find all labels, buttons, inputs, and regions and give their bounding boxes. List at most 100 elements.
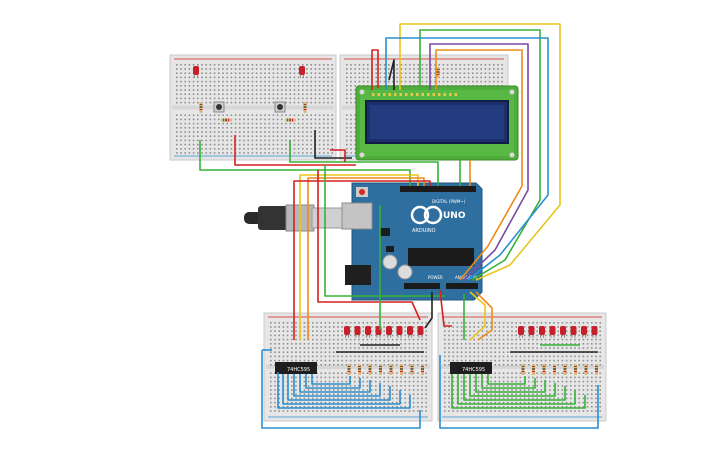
led-bank-2[interactable] [570, 326, 577, 338]
shift-register-chip-2[interactable]: 74HC595 [450, 362, 492, 374]
lcd-pin [438, 93, 441, 96]
power-header [404, 283, 440, 289]
resistor-bank-1[interactable] [358, 364, 361, 375]
wire-shift-out-3 [287, 374, 391, 401]
led-top-left-2[interactable] [299, 66, 305, 78]
infinity-logo-right [423, 205, 443, 225]
lcd-pin [405, 93, 408, 96]
resistor-bank-2[interactable] [563, 364, 567, 375]
lcd-pin [372, 93, 375, 96]
atmega-chip [408, 248, 474, 266]
infinity-logo-left [410, 205, 430, 225]
resistor-bank-2[interactable] [584, 364, 588, 375]
resistor-bank-2[interactable] [595, 364, 598, 375]
resistor-pulldown-1[interactable] [221, 118, 232, 122]
wire-lcd-blue [385, 37, 549, 281]
lcd-pin [421, 93, 424, 96]
wire-latch-2 [475, 291, 493, 341]
lcd-pin [377, 93, 380, 96]
led-bank-2[interactable] [591, 326, 598, 338]
wire-shift2-out-7 [487, 374, 526, 385]
arduino-logo-text: ARDUINO [412, 228, 436, 234]
lcd-pin [399, 93, 402, 96]
wire-shift-out-5 [299, 374, 371, 393]
resistor-bank-1[interactable] [400, 364, 403, 375]
lcd-pin [427, 93, 430, 96]
wire-lcd-orange [435, 49, 523, 281]
led-bank-2[interactable] [581, 326, 587, 338]
lcd-pin [432, 93, 435, 96]
power-label: POWER [428, 275, 443, 280]
wire-ground-bottom [424, 292, 433, 329]
led-bank-2[interactable] [549, 326, 556, 338]
led-bank-2[interactable] [528, 326, 535, 338]
wire-lcd-green [419, 29, 541, 281]
wire-shift-out-4 [293, 374, 381, 397]
breadboard-top-left[interactable] [169, 54, 337, 161]
wire-latch-1 [307, 177, 425, 340]
resistor-bank-2[interactable] [553, 364, 556, 375]
wire-button-2 [289, 140, 439, 186]
led-bank-2[interactable] [518, 326, 524, 338]
resistor-bank-2[interactable] [532, 364, 535, 375]
wire-shift2-out-2 [457, 374, 576, 405]
resistor-bank-1[interactable] [421, 364, 424, 375]
led-bank-1[interactable] [417, 326, 424, 338]
wire-power-top [234, 135, 356, 166]
lcd-pin [394, 93, 397, 96]
led-bank-2[interactable] [539, 326, 545, 338]
wire-lcd-power [371, 49, 379, 90]
wire-bottom-right-outer [439, 355, 599, 429]
resistor-bank-1[interactable] [410, 364, 414, 375]
wire-bottom-green [324, 165, 445, 297]
led-top-left-1[interactable] [193, 66, 199, 78]
resistor-bank-1[interactable] [389, 364, 393, 375]
uno-model-text: UNO [443, 211, 466, 221]
analog-header [446, 283, 478, 289]
wire-clock-1 [293, 180, 431, 340]
lcd-module [355, 85, 519, 161]
usb-cable [244, 204, 353, 232]
resistor-bank-1[interactable] [368, 364, 372, 375]
chip-2-label: 74HC595 [462, 367, 485, 373]
resistor-bank-2[interactable] [574, 364, 577, 375]
wire-bottom-left-outer [261, 350, 421, 429]
lcd-pin [410, 93, 413, 96]
lcd-pin [449, 93, 452, 96]
led-bank-1[interactable] [354, 326, 361, 338]
wire-shift2-out-1 [451, 374, 586, 409]
resistor-button-1[interactable] [199, 102, 203, 113]
resistor-bank-2[interactable] [521, 364, 525, 375]
push-button-2[interactable] [274, 101, 286, 113]
resistor-bank-1[interactable] [347, 364, 351, 375]
wire-lcd-yellow [399, 23, 561, 281]
wire-shift2-out-5 [475, 374, 546, 393]
led-bank-1[interactable] [407, 326, 413, 338]
wire-lcd-purple [429, 43, 529, 281]
wire-shift-out-6 [305, 374, 361, 389]
lcd-pin [454, 93, 457, 96]
shift-register-chip-1[interactable]: 74HC595 [275, 362, 317, 374]
chip-1-label: 74HC595 [287, 367, 310, 373]
led-bank-2[interactable] [560, 326, 566, 338]
wire-bridge-top [330, 149, 346, 162]
arduino-uno-board[interactable]: ARDUINO UNO DIGITAL (PWM~) POWER ANALOG … [341, 182, 483, 301]
resistor-pulldown-2[interactable] [285, 118, 296, 122]
push-button-1[interactable] [213, 101, 225, 113]
led-bank-1[interactable] [396, 326, 403, 338]
resistor-bank-2[interactable] [542, 364, 546, 375]
wire-shift-out-2 [282, 374, 401, 405]
wire-shift2-out-3 [463, 374, 566, 401]
wire-shift2-out-4 [469, 374, 556, 397]
digital-header [400, 186, 476, 192]
resistor-button-2[interactable] [303, 102, 307, 113]
resistor-lcd-contrast[interactable] [436, 67, 440, 78]
wire-power-link [439, 289, 452, 327]
lcd-pin [383, 93, 386, 96]
led-bank-1[interactable] [365, 326, 371, 338]
wire-ground-top [314, 130, 352, 159]
led-bank-1[interactable] [386, 326, 392, 338]
resistor-bank-1[interactable] [379, 364, 382, 375]
led-bank-1[interactable] [344, 326, 350, 338]
